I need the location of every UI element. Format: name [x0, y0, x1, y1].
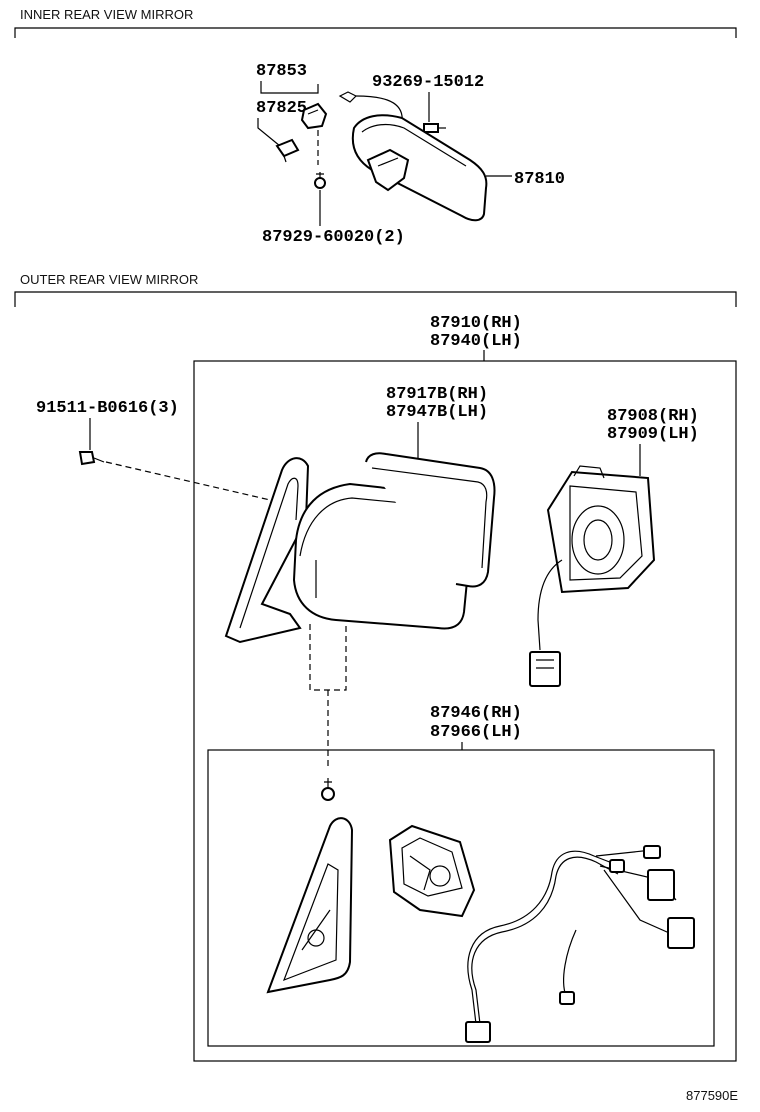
base-subassembly-box — [207, 749, 715, 1047]
part-87940-label: 87940(LH) — [430, 332, 522, 351]
part-91511-label: 91511-B0616(3) — [36, 399, 179, 418]
outer-section-title: OUTER REAR VIEW MIRROR — [20, 272, 198, 287]
mirror-glass-87917b — [365, 452, 496, 588]
part-87946-label: 87946(RH) — [430, 704, 522, 723]
part-87929-label: 87929-60020(2) — [262, 228, 405, 247]
inner-section-title: INNER REAR VIEW MIRROR — [20, 7, 193, 22]
screw-dashed-leader — [105, 461, 271, 501]
part-87825-label: 87825 — [256, 99, 307, 118]
motor-connector — [529, 651, 561, 687]
screw-87929 — [314, 172, 326, 189]
leader-87825 — [257, 118, 281, 147]
part-87917b-label: 87917B(RH) — [386, 385, 488, 404]
part-87853-label: 87853 — [256, 62, 307, 81]
mirror-bracket-mechanism — [388, 824, 476, 918]
part-87909-label: 87909(LH) — [607, 425, 699, 444]
part-93269-label: 93269-15012 — [372, 73, 484, 92]
figure-reference: 877590E — [686, 1088, 738, 1103]
cover-87853 — [300, 102, 328, 130]
leader-87853 — [260, 81, 319, 94]
mirror-motor-87908 — [537, 465, 656, 651]
part-87947b-label: 87947B(LH) — [386, 403, 488, 422]
clip-87825 — [275, 138, 300, 163]
mount-dashed-outline — [309, 624, 347, 691]
part-87966-label: 87966(LH) — [430, 723, 522, 742]
harness-connectors — [465, 845, 695, 1043]
part-87810-label: 87810 — [514, 170, 565, 189]
outer-section-bracket — [14, 291, 737, 307]
mirror-base-cover — [266, 817, 354, 994]
part-87910-label: 87910(RH) — [430, 314, 522, 333]
part-87908-label: 87908(RH) — [607, 407, 699, 426]
outer-assembly-box — [193, 360, 737, 1062]
bolt-93269 — [423, 123, 446, 133]
base-screw — [321, 778, 335, 801]
inner-mirror-87810 — [351, 114, 488, 222]
inner-section-bracket — [14, 27, 737, 38]
screw-91511 — [78, 451, 105, 466]
